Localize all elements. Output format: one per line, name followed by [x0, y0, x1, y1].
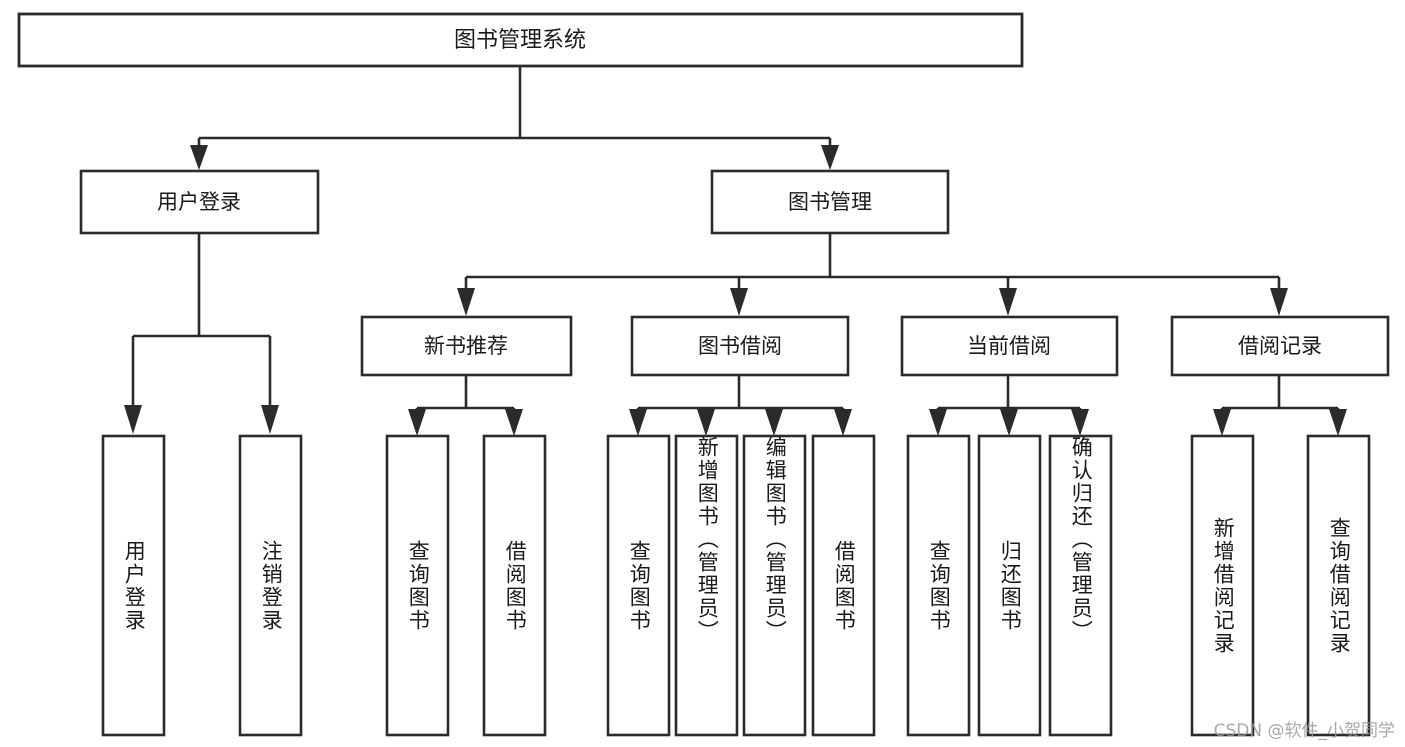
node-root-box[interactable]: [17, 12, 1024, 68]
node-user-login[interactable]: 用户登录: [79, 169, 320, 235]
node-book-borrow[interactable]: 图书借阅: [630, 315, 850, 377]
node-book-management[interactable]: 图书管理: [710, 169, 950, 235]
node-borrow-record-label: 借阅记录: [1238, 334, 1322, 358]
node-current-borrow-label: 当前借阅: [967, 334, 1051, 358]
node-book-borrow-label: 图书借阅: [698, 334, 782, 358]
leaf-borrow-book-1-box[interactable]: [482, 434, 547, 737]
node-new-book-recommend-box[interactable]: [360, 315, 573, 377]
arrow-to-book-borrow: [730, 288, 748, 316]
leaf-edit-book-box[interactable]: [742, 434, 807, 737]
node-current-borrow[interactable]: 当前借阅: [900, 315, 1119, 377]
arrow-leaf-return-book: [1000, 409, 1018, 436]
leaf-query-book-2-box[interactable]: [606, 434, 671, 737]
arrow-leaf-add-book: [697, 409, 715, 436]
leaf-query-record-box[interactable]: [1306, 434, 1371, 737]
csdn-watermark: CSDN @软件_小贺同学: [1213, 721, 1395, 741]
arrow-to-borrow-record: [1270, 288, 1288, 316]
node-new-book-recommend-label: 新书推荐: [424, 334, 508, 358]
node-current-borrow-box[interactable]: [900, 315, 1119, 377]
node-borrow-record-box[interactable]: [1170, 315, 1390, 377]
leaf-user-login-box[interactable]: [101, 434, 166, 737]
leaf-box-group: [101, 434, 1371, 737]
arrow-to-user-login: [190, 145, 208, 170]
node-borrow-record[interactable]: 借阅记录: [1170, 315, 1390, 377]
arrow-leaf-query-book-3: [929, 409, 947, 436]
arrow-leaf-borrow-book-1: [505, 409, 523, 436]
leaf-confirm-return-box[interactable]: [1048, 434, 1113, 737]
leaf-query-book-3-box[interactable]: [906, 434, 971, 737]
arrow-leaf-confirm-return: [1071, 409, 1089, 436]
node-user-login-box[interactable]: [79, 169, 320, 235]
arrow-leaf-user-logout: [261, 405, 279, 434]
arrow-leaf-add-record: [1213, 409, 1231, 436]
node-root-label: 图书管理系统: [454, 28, 586, 53]
arrow-leaf-query-book-2: [629, 409, 647, 436]
arrow-to-current-borrow: [999, 288, 1017, 316]
arrow-to-new-book-recommend: [457, 288, 475, 316]
leaf-add-record-box[interactable]: [1190, 434, 1255, 737]
node-book-management-box[interactable]: [710, 169, 950, 235]
leaf-user-logout-box[interactable]: [238, 434, 303, 737]
leaf-add-book-box[interactable]: [674, 434, 739, 737]
node-book-borrow-box[interactable]: [630, 315, 850, 377]
leaf-borrow-book-2-box[interactable]: [811, 434, 876, 737]
node-root[interactable]: 图书管理系统: [17, 12, 1024, 68]
arrow-to-book-management: [821, 145, 839, 170]
arrow-leaf-borrow-book-2: [834, 409, 852, 436]
arrow-leaf-query-book-1: [408, 409, 426, 436]
leaf-return-book-box[interactable]: [977, 434, 1042, 737]
node-book-management-label: 图书管理: [788, 190, 872, 214]
node-user-login-label: 用户登录: [157, 190, 241, 214]
leaf-query-book-1-box[interactable]: [385, 434, 450, 737]
arrow-leaf-user-login: [124, 405, 142, 434]
arrow-leaf-query-record: [1329, 409, 1347, 436]
connector-group: [124, 67, 1347, 436]
node-new-book-recommend[interactable]: 新书推荐: [360, 315, 573, 377]
arrow-leaf-edit-book: [765, 409, 783, 436]
